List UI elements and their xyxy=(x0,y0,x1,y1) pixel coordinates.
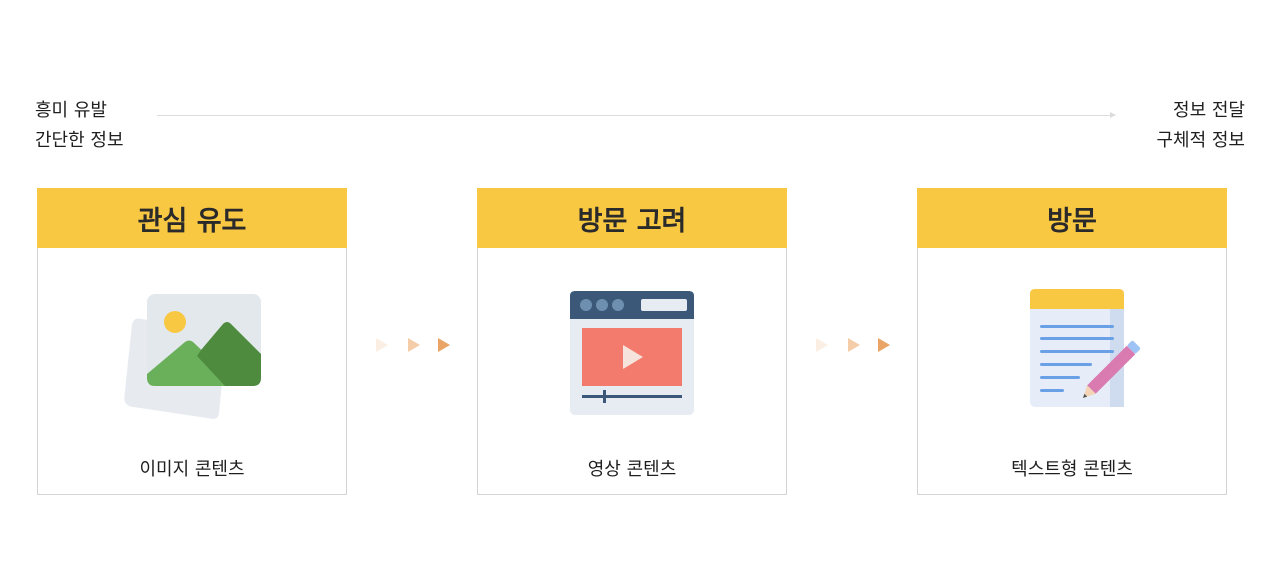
image-icon xyxy=(117,284,267,424)
stage-title: 방문 고려 xyxy=(477,188,787,248)
arrow-faint xyxy=(376,338,388,352)
progress-axis-line xyxy=(157,112,1116,118)
stage-caption: 영상 콘텐츠 xyxy=(587,459,677,480)
stage-title: 관심 유도 xyxy=(37,188,347,248)
stage-card-visit: 방문 텍스트형 콘텐츠 xyxy=(917,188,1227,495)
notepad-pencil-icon xyxy=(997,284,1147,424)
video-player-icon xyxy=(557,284,707,424)
axis-right-line2: 구체적 정보 xyxy=(1156,130,1245,151)
axis-right-labels: 정보 전달 구체적 정보 xyxy=(1156,96,1245,156)
flow-arrows-2 xyxy=(816,338,890,352)
stage-card-consider: 방문 고려 영상 콘텐츠 xyxy=(477,188,787,495)
flow-arrows-1 xyxy=(376,338,450,352)
arrow-mid xyxy=(848,338,860,352)
arrow-strong xyxy=(878,338,890,352)
arrow-faint xyxy=(816,338,828,352)
stage-title: 방문 xyxy=(917,188,1227,248)
axis-left-line2: 간단한 정보 xyxy=(35,130,124,151)
axis-left-line1: 흥미 유발 xyxy=(35,100,107,121)
stage-caption: 이미지 콘텐츠 xyxy=(139,459,245,480)
arrow-mid xyxy=(408,338,420,352)
stage-card-interest: 관심 유도 이미지 콘텐츠 xyxy=(37,188,347,495)
axis-right-line1: 정보 전달 xyxy=(1173,100,1245,121)
stage-caption: 텍스트형 콘텐츠 xyxy=(1011,459,1133,480)
arrow-strong xyxy=(438,338,450,352)
axis-left-labels: 흥미 유발 간단한 정보 xyxy=(35,96,124,156)
